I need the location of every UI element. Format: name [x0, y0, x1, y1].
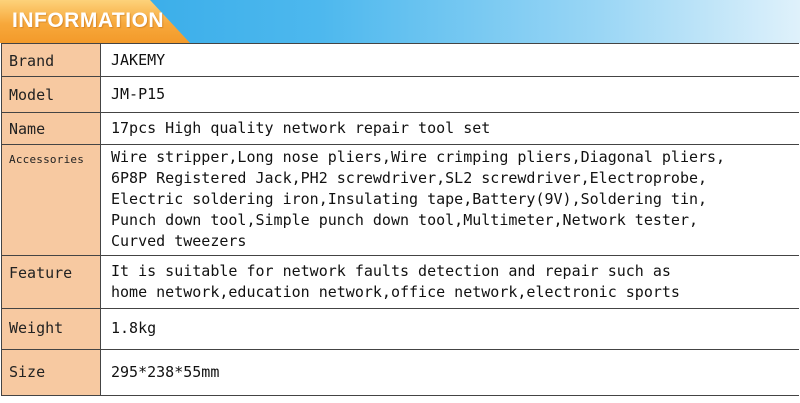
- label-cell-size: Size: [1, 349, 101, 396]
- label-weight: Weight: [9, 319, 64, 337]
- row-size: Size 295*238*55mm: [0, 349, 800, 396]
- value-accessories: Wire stripper,Long nose pliers,Wire crim…: [111, 148, 726, 250]
- row-model: Model JM-P15: [0, 76, 800, 113]
- label-cell-name: Name: [1, 112, 101, 145]
- value-name: 17pcs High quality network repair tool s…: [111, 119, 491, 137]
- label-cell-brand: Brand: [1, 43, 101, 77]
- value-cell-name: 17pcs High quality network repair tool s…: [101, 112, 799, 145]
- label-model: Model: [9, 86, 55, 104]
- value-cell-accessories: Wire stripper,Long nose pliers,Wire crim…: [101, 144, 799, 256]
- value-cell-model: JM-P15: [101, 76, 799, 113]
- row-brand: Brand JAKEMY: [0, 43, 800, 77]
- value-size: 295*238*55mm: [111, 363, 220, 381]
- label-cell-feature: Feature: [1, 255, 101, 309]
- value-cell-size: 295*238*55mm: [101, 349, 799, 396]
- row-weight: Weight 1.8kg: [0, 308, 800, 350]
- value-cell-brand: JAKEMY: [101, 43, 799, 77]
- value-cell-feature: It is suitable for network faults detect…: [101, 255, 799, 309]
- label-feature: Feature: [9, 264, 73, 282]
- row-accessories: Accessories Wire stripper,Long nose plie…: [0, 144, 800, 256]
- value-feature: It is suitable for network faults detect…: [111, 262, 680, 301]
- row-name: Name 17pcs High quality network repair t…: [0, 112, 800, 145]
- label-cell-accessories: Accessories: [1, 144, 101, 256]
- label-size: Size: [9, 363, 46, 381]
- label-name: Name: [9, 120, 46, 138]
- value-weight: 1.8kg: [111, 319, 157, 337]
- header-title: INFORMATION: [12, 9, 165, 32]
- label-brand: Brand: [9, 52, 55, 70]
- value-brand: JAKEMY: [111, 51, 166, 69]
- value-model: JM-P15: [111, 85, 166, 103]
- value-cell-weight: 1.8kg: [101, 308, 799, 350]
- row-feature: Feature It is suitable for network fault…: [0, 255, 800, 309]
- information-header: INFORMATION: [0, 0, 800, 43]
- label-cell-model: Model: [1, 76, 101, 113]
- label-accessories: Accessories: [9, 153, 85, 166]
- label-cell-weight: Weight: [1, 308, 101, 350]
